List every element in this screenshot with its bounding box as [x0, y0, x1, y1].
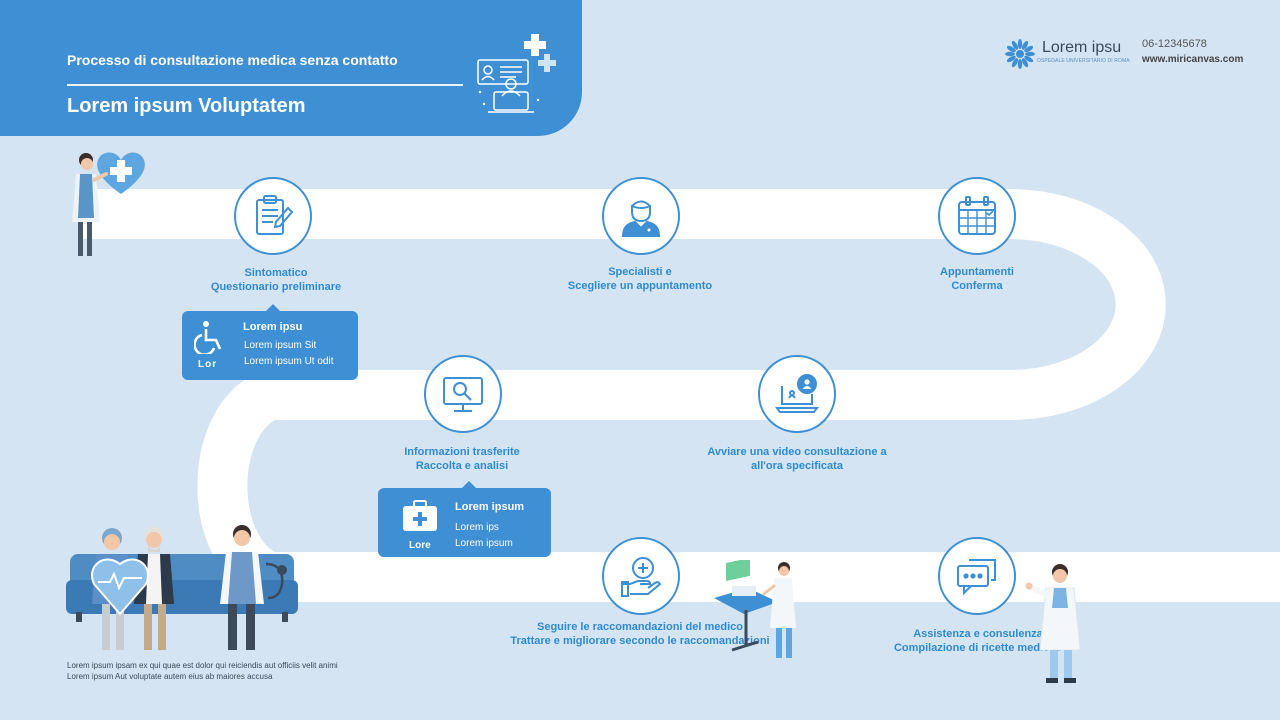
info-box-2-title: Lorem ipsum [455, 501, 525, 513]
page-title: Lorem ipsum Voluptatem [67, 95, 306, 117]
step-3-icon-circle[interactable] [938, 177, 1016, 255]
laptop-video-icon [775, 374, 819, 413]
brand-name: Lorem ipsu [1042, 39, 1122, 56]
footer-note: Lorem ipsum ipsam ex qui quae est dolor … [67, 661, 338, 681]
hospital-logo-icon [1005, 39, 1035, 69]
info-box-1: Lor Lorem ipsu Lorem ipsum Sit Lorem ips… [182, 304, 358, 380]
clipboard-icon [256, 195, 294, 235]
step-4-icon-circle[interactable] [424, 355, 502, 433]
nurse-heart-illustration-icon [72, 152, 145, 256]
header-subtitle: Processo di consultazione medica senza c… [67, 52, 398, 68]
doctor-icon [621, 200, 661, 237]
brand-website[interactable]: www.miricanvas.com [1142, 54, 1244, 65]
brand-phone: 06-12345678 [1142, 38, 1207, 50]
step-7-icon-circle[interactable] [938, 537, 1016, 615]
chat-bubbles-icon [957, 559, 996, 596]
step-2-icon-circle[interactable] [602, 177, 680, 255]
info-box-2-tag: Lore [409, 540, 431, 551]
hand-cross-icon [621, 557, 662, 597]
header-banner: Processo di consultazione medica senza c… [0, 0, 582, 136]
info-box-2-line-2: Lorem ipsum [455, 538, 513, 549]
doctor-laptop-illustration-icon [714, 560, 796, 658]
patients-on-sofa-illustration-icon [66, 525, 298, 650]
calendar-icon [958, 196, 996, 235]
info-box-1-line-2: Lorem ipsum Ut odit [244, 356, 334, 367]
info-box-2-line-1: Lorem ips [455, 522, 499, 533]
info-box-2: Lore Lorem ipsum Lorem ips Lorem ipsum [378, 481, 551, 557]
monitor-search-icon [443, 377, 483, 412]
header-divider [67, 84, 463, 86]
info-box-1-line-1: Lorem ipsum Sit [244, 340, 317, 351]
step-5-icon-circle[interactable] [758, 355, 836, 433]
doctor-standing-illustration-icon [1025, 564, 1081, 683]
brand-tagline: OSPEDALE UNIVERSITARIO DI ROMA [1037, 58, 1130, 64]
step-1-icon-circle[interactable] [234, 177, 312, 255]
info-box-1-tag: Lor [198, 359, 218, 370]
wheelchair-icon [194, 321, 222, 354]
telemedicine-illustration-icon [477, 34, 556, 113]
step-6-icon-circle[interactable] [602, 537, 680, 615]
first-aid-kit-icon [403, 500, 437, 531]
info-box-1-title: Lorem ipsu [243, 321, 303, 333]
